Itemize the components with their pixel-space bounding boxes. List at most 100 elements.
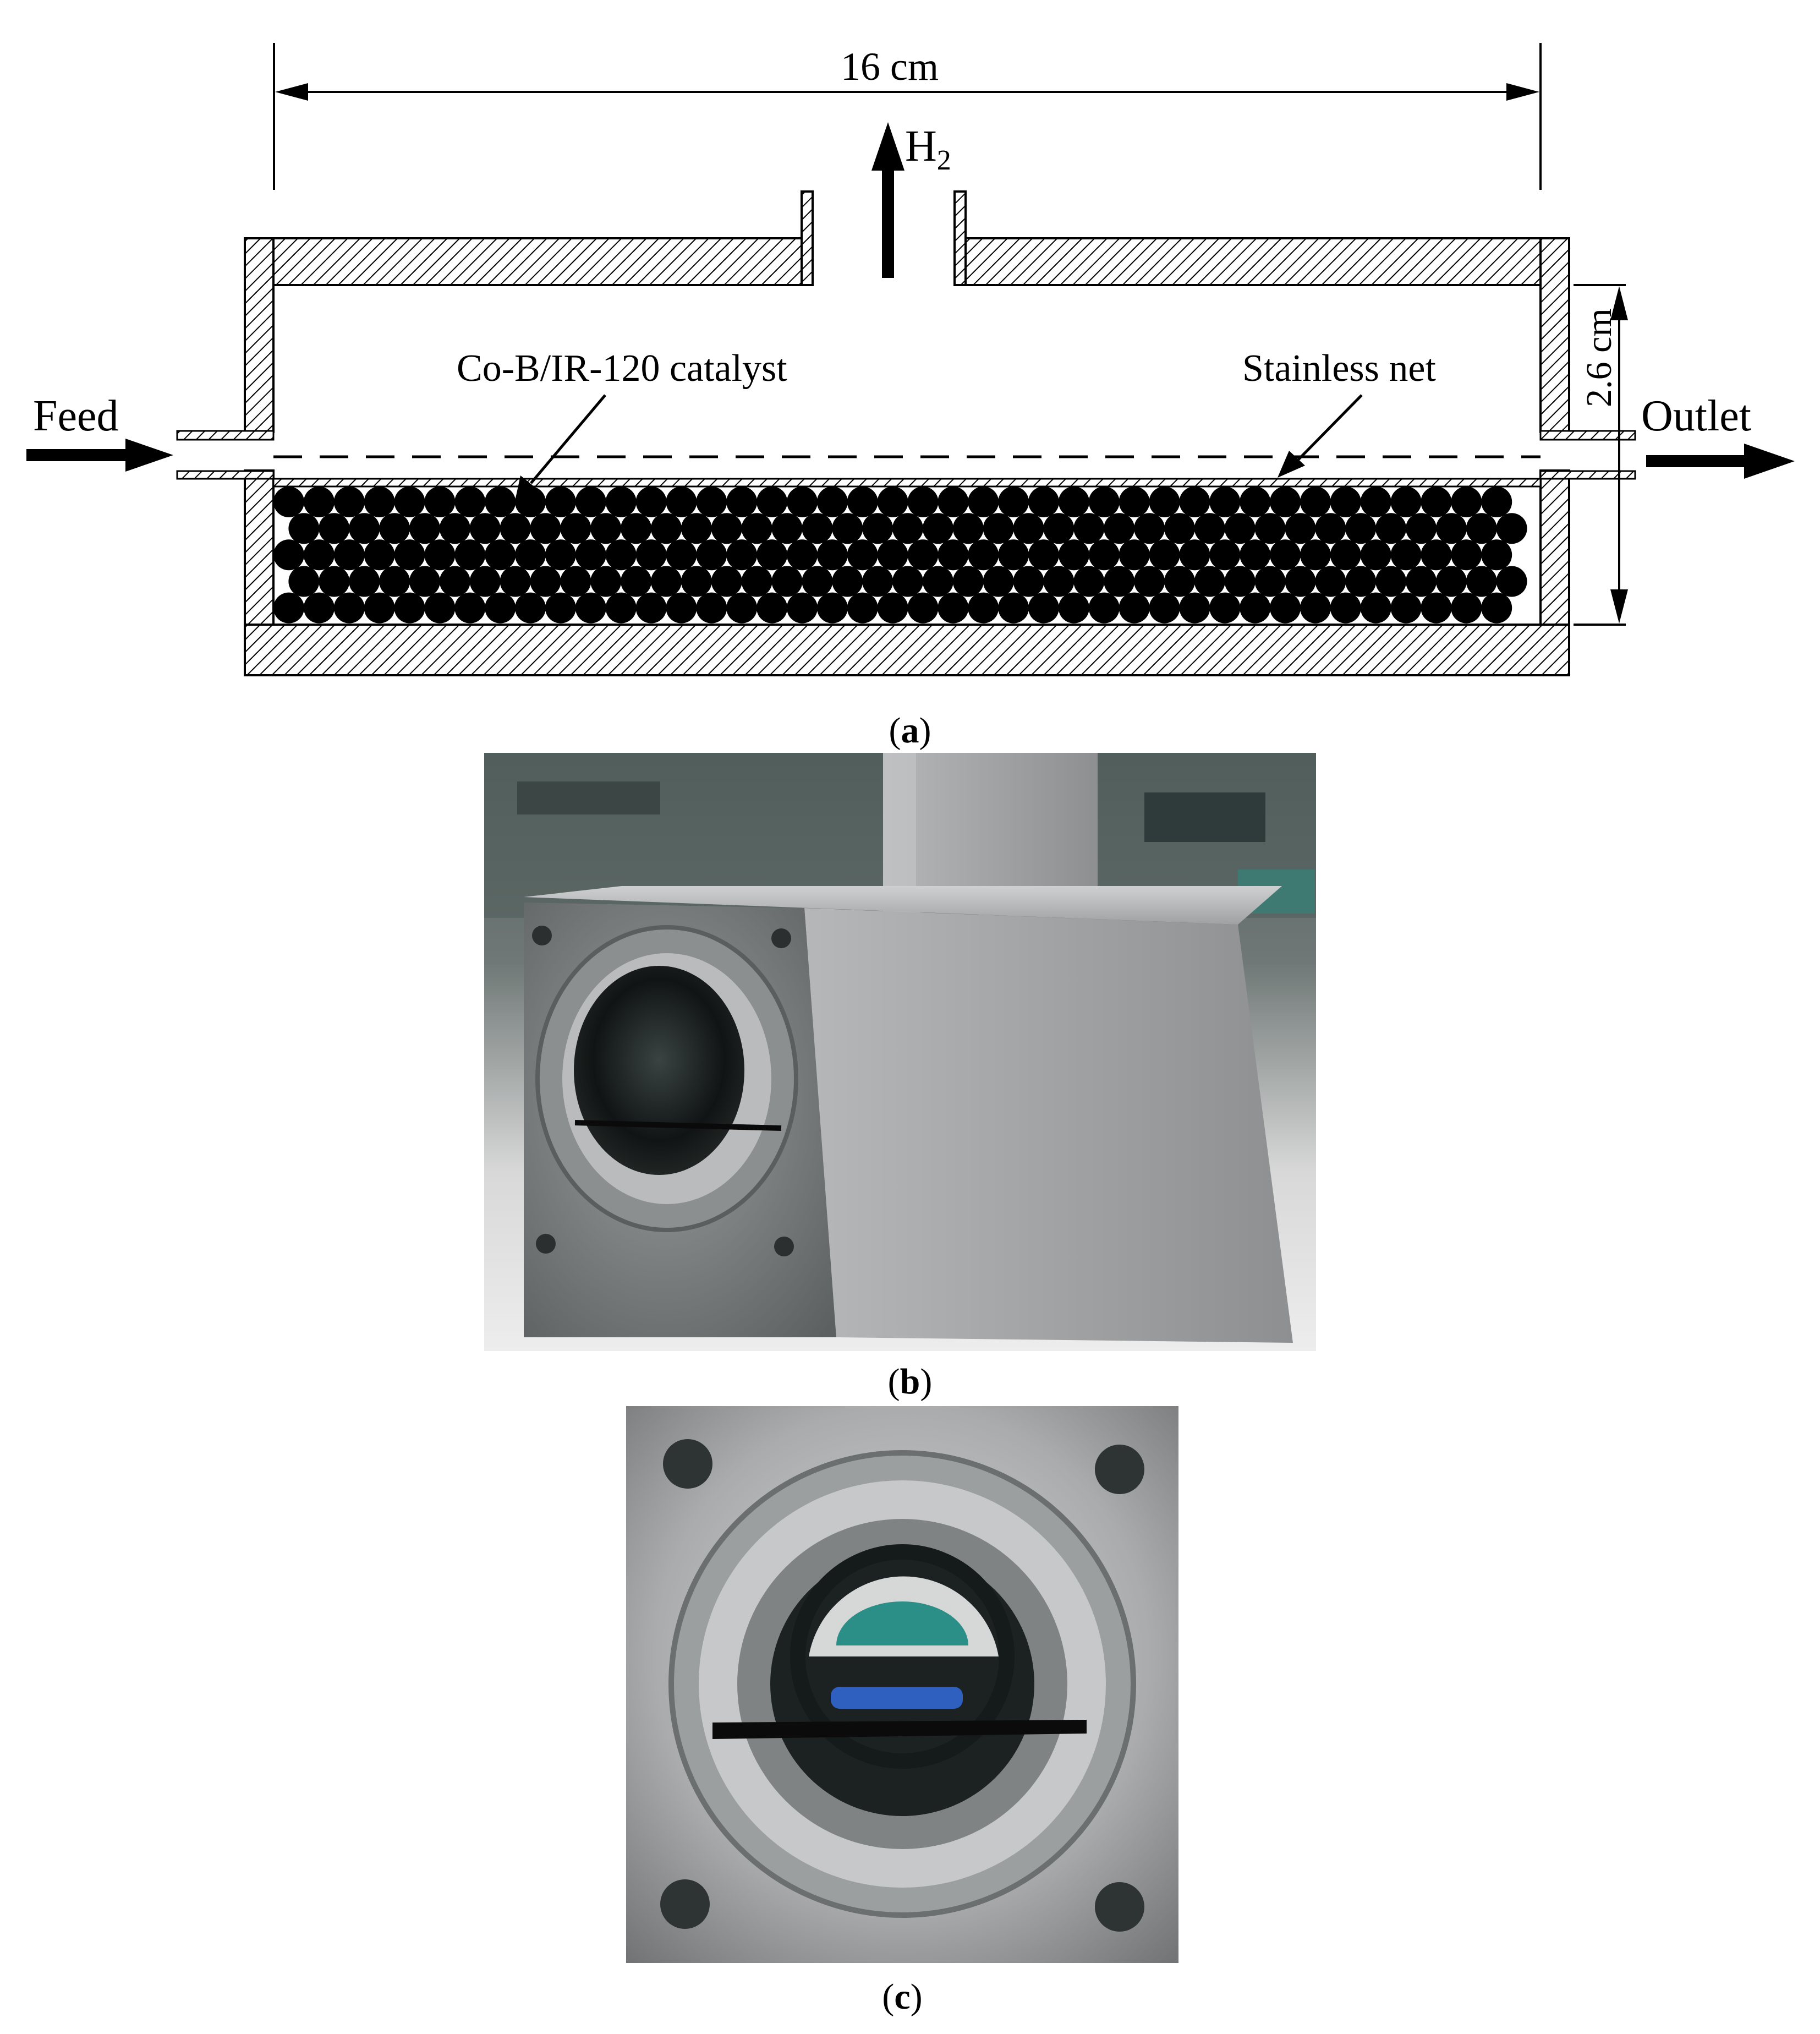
reactor-schematic: 16 cm H2 xyxy=(26,43,1795,676)
catalyst-sphere xyxy=(575,486,606,517)
catalyst-sphere xyxy=(515,539,546,571)
catalyst-sphere xyxy=(1043,566,1075,597)
photo-reactor-end xyxy=(626,1406,1178,1963)
catalyst-sphere xyxy=(726,539,758,571)
catalyst-sphere xyxy=(560,566,591,597)
catalyst-sphere xyxy=(515,592,546,624)
catalyst-sphere xyxy=(681,513,712,544)
catalyst-sphere xyxy=(424,539,456,571)
caption-b: (b) xyxy=(888,1362,933,1402)
catalyst-sphere xyxy=(1119,539,1150,571)
catalyst-sphere xyxy=(1466,513,1497,544)
catalyst-sphere xyxy=(1164,513,1195,544)
catalyst-sphere xyxy=(1209,539,1241,571)
catalyst-sphere xyxy=(787,486,818,517)
catalyst-sphere xyxy=(1134,513,1165,544)
catalyst-sphere xyxy=(1209,592,1241,624)
catalyst-sphere xyxy=(605,592,637,624)
catalyst-sphere xyxy=(832,566,863,597)
catalyst-sphere xyxy=(605,539,637,571)
catalyst-sphere xyxy=(1179,539,1210,571)
catalyst-sphere xyxy=(1481,486,1512,517)
catalyst-sphere xyxy=(666,539,697,571)
catalyst-sphere xyxy=(1104,566,1135,597)
catalyst-annotation: Co-B/IR-120 catalyst xyxy=(457,347,787,504)
catalyst-sphere xyxy=(1058,592,1089,624)
catalyst-sphere xyxy=(379,566,410,597)
catalyst-sphere xyxy=(1300,539,1331,571)
catalyst-sphere xyxy=(1451,486,1482,517)
catalyst-sphere xyxy=(696,539,727,571)
catalyst-sphere xyxy=(726,592,758,624)
catalyst-sphere xyxy=(1421,539,1452,571)
catalyst-sphere xyxy=(379,513,410,544)
catalyst-sphere xyxy=(1179,592,1210,624)
catalyst-sphere xyxy=(1345,566,1377,597)
catalyst-sphere xyxy=(1421,486,1452,517)
catalyst-sphere xyxy=(1013,513,1044,544)
catalyst-sphere xyxy=(469,513,501,544)
catalyst-sphere xyxy=(1134,566,1165,597)
catalyst-sphere xyxy=(938,539,969,571)
catalyst-sphere xyxy=(651,566,682,597)
catalyst-sphere xyxy=(696,486,727,517)
catalyst-sphere xyxy=(847,486,878,517)
catalyst-sphere xyxy=(1088,539,1120,571)
catalyst-sphere xyxy=(590,513,622,544)
catalyst-sphere xyxy=(726,486,758,517)
catalyst-sphere xyxy=(530,513,561,544)
catalyst-sphere xyxy=(485,486,516,517)
catalyst-sphere xyxy=(862,513,893,544)
catalyst-sphere xyxy=(1360,539,1391,571)
catalyst-sphere xyxy=(968,539,999,571)
catalyst-sphere xyxy=(1149,592,1180,624)
catalyst-sphere xyxy=(1360,486,1391,517)
catalyst-sphere xyxy=(1073,566,1105,597)
photo-reactor-side xyxy=(484,753,1316,1351)
catalyst-sphere xyxy=(1270,486,1301,517)
catalyst-sphere xyxy=(1088,592,1120,624)
catalyst-sphere xyxy=(635,592,667,624)
catalyst-sphere xyxy=(832,513,863,544)
catalyst-sphere xyxy=(454,486,486,517)
catalyst-sphere xyxy=(1390,592,1422,624)
catalyst-sphere xyxy=(530,566,561,597)
catalyst-sphere xyxy=(1254,513,1286,544)
catalyst-sphere xyxy=(621,513,652,544)
catalyst-sphere xyxy=(1119,486,1150,517)
catalyst-sphere xyxy=(816,486,848,517)
catalyst-sphere xyxy=(952,513,984,544)
catalyst-sphere xyxy=(424,592,456,624)
reactor-top-wall xyxy=(244,190,1570,286)
catalyst-sphere xyxy=(485,539,516,571)
catalyst-sphere xyxy=(877,539,908,571)
catalyst-sphere xyxy=(938,592,969,624)
length-dimension: 16 cm xyxy=(273,43,1542,190)
feed-label: Feed xyxy=(33,392,119,440)
catalyst-sphere xyxy=(439,566,470,597)
catalyst-sphere xyxy=(1466,566,1497,597)
catalyst-sphere xyxy=(1285,513,1316,544)
catalyst-sphere xyxy=(333,539,365,571)
catalyst-sphere xyxy=(651,513,682,544)
catalyst-sphere xyxy=(756,486,788,517)
catalyst-sphere xyxy=(605,486,637,517)
catalyst-sphere xyxy=(983,566,1014,597)
catalyst-sphere xyxy=(1421,592,1452,624)
catalyst-sphere xyxy=(771,513,803,544)
catalyst-sphere xyxy=(1360,592,1391,624)
catalyst-sphere xyxy=(288,513,320,544)
catalyst-sphere xyxy=(1300,592,1331,624)
catalyst-sphere xyxy=(1149,539,1180,571)
catalyst-sphere xyxy=(922,513,953,544)
catalyst-sphere xyxy=(1481,539,1512,571)
catalyst-sphere xyxy=(1330,592,1361,624)
net-support-plate xyxy=(272,478,1542,488)
catalyst-sphere xyxy=(1390,486,1422,517)
hydrogen-label: H2 xyxy=(905,122,951,176)
catalyst-sphere xyxy=(273,486,304,517)
catalyst-sphere xyxy=(741,513,772,544)
catalyst-sphere xyxy=(621,566,652,597)
catalyst-sphere xyxy=(1194,513,1225,544)
